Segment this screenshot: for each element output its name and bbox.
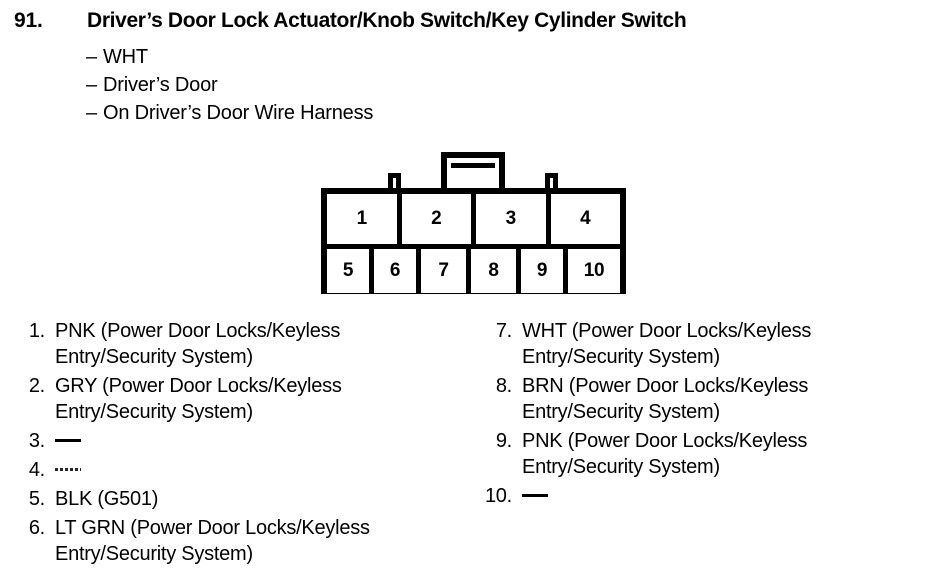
subtitle-text: On Driver’s Door Wire Harness [103, 102, 374, 124]
legend-item: 1. PNK (Power Door Locks/Keyless Entry/S… [0, 318, 470, 370]
right-locking-tab-icon [545, 173, 558, 190]
subtitle-text: Driver’s Door [103, 74, 218, 96]
legend-pin-text: BLK (G501) [55, 488, 159, 510]
legend-pin-number: 9. [495, 430, 512, 452]
pin-legend: 1. PNK (Power Door Locks/Keyless Entry/S… [0, 318, 944, 574]
connector-face-diagram: 1 2 3 4 5 6 7 8 9 10 [321, 152, 626, 294]
legend-pin-number: 4. [28, 459, 45, 481]
legend-pin-number: 8. [495, 375, 512, 397]
em-dash-icon [55, 468, 81, 471]
legend-item: 8. BRN (Power Door Locks/Keyless Entry/S… [470, 373, 944, 425]
dash-glyph: – [86, 46, 97, 68]
subtitle-line-connector-color: –WHT [86, 46, 148, 69]
subtitle-line-harness: –On Driver’s Door Wire Harness [86, 102, 373, 125]
legend-item: 4. [0, 457, 470, 483]
legend-pin-number: 3. [28, 430, 45, 452]
em-dash-icon [522, 494, 548, 497]
legend-pin-text: BRN (Power Door Locks/Keyless Entry/Secu… [522, 375, 809, 423]
pin-cell-4[interactable]: 4 [550, 194, 620, 244]
pin-cell-5[interactable]: 5 [327, 249, 374, 293]
pin-row-bottom: 5 6 7 8 9 10 [327, 244, 620, 293]
page-title: Driver’s Door Lock Actuator/Knob Switch/… [87, 9, 687, 32]
legend-item: 5. BLK (G501) [0, 486, 470, 512]
legend-item: 6. LT GRN (Power Door Locks/Keyless Entr… [0, 515, 470, 567]
legend-item: 10. [470, 483, 944, 509]
legend-pin-text: LT GRN (Power Door Locks/Keyless Entry/S… [55, 517, 370, 565]
pin-cell-8[interactable]: 8 [471, 249, 521, 293]
legend-pin-text [55, 428, 405, 454]
legend-pin-number: 7. [495, 320, 512, 342]
pin-cell-6[interactable]: 6 [374, 249, 421, 293]
pin-cell-9[interactable]: 9 [521, 249, 568, 293]
center-latch-slot-icon [451, 163, 495, 168]
pin-cell-2[interactable]: 2 [401, 194, 476, 244]
pin-cell-1[interactable]: 1 [327, 194, 402, 244]
pin-legend-column-left: 1. PNK (Power Door Locks/Keyless Entry/S… [0, 318, 470, 570]
legend-item: 9. PNK (Power Door Locks/Keyless Entry/S… [470, 428, 944, 480]
dash-glyph: – [86, 102, 97, 124]
legend-pin-text: WHT (Power Door Locks/Keyless Entry/Secu… [522, 320, 812, 368]
legend-item: 3. [0, 428, 470, 454]
legend-item: 7. WHT (Power Door Locks/Keyless Entry/S… [470, 318, 944, 370]
connector-body: 1 2 3 4 5 6 7 8 9 10 [321, 188, 626, 294]
subtitle-text: WHT [103, 46, 148, 68]
title-row: 91. Driver’s Door Lock Actuator/Knob Swit… [14, 9, 934, 33]
subtitle-line-location: –Driver’s Door [86, 74, 218, 97]
item-number: 91. [14, 9, 43, 32]
center-latch-tab-icon [441, 152, 505, 190]
legend-pin-number: 6. [28, 517, 45, 539]
legend-pin-number: 1. [28, 320, 45, 342]
legend-pin-text [522, 483, 872, 509]
pin-row-top: 1 2 3 4 [327, 194, 620, 244]
pin-cell-3[interactable]: 3 [476, 194, 551, 244]
pin-legend-column-right: 7. WHT (Power Door Locks/Keyless Entry/S… [470, 318, 944, 512]
legend-pin-text: PNK (Power Door Locks/Keyless Entry/Secu… [55, 320, 341, 368]
legend-pin-text: GRY (Power Door Locks/Keyless Entry/Secu… [55, 375, 342, 423]
em-dash-icon [55, 439, 81, 442]
left-locking-tab-icon [388, 173, 401, 190]
legend-pin-number: 2. [28, 375, 45, 397]
legend-item: 2. GRY (Power Door Locks/Keyless Entry/S… [0, 373, 470, 425]
legend-pin-number: 10. [484, 485, 512, 507]
pin-cell-7[interactable]: 7 [421, 249, 471, 293]
dash-glyph: – [86, 74, 97, 96]
legend-pin-text [55, 457, 405, 483]
pin-cell-10[interactable]: 10 [568, 249, 620, 293]
legend-pin-number: 5. [28, 488, 45, 510]
legend-pin-text: PNK (Power Door Locks/Keyless Entry/Secu… [522, 430, 808, 478]
